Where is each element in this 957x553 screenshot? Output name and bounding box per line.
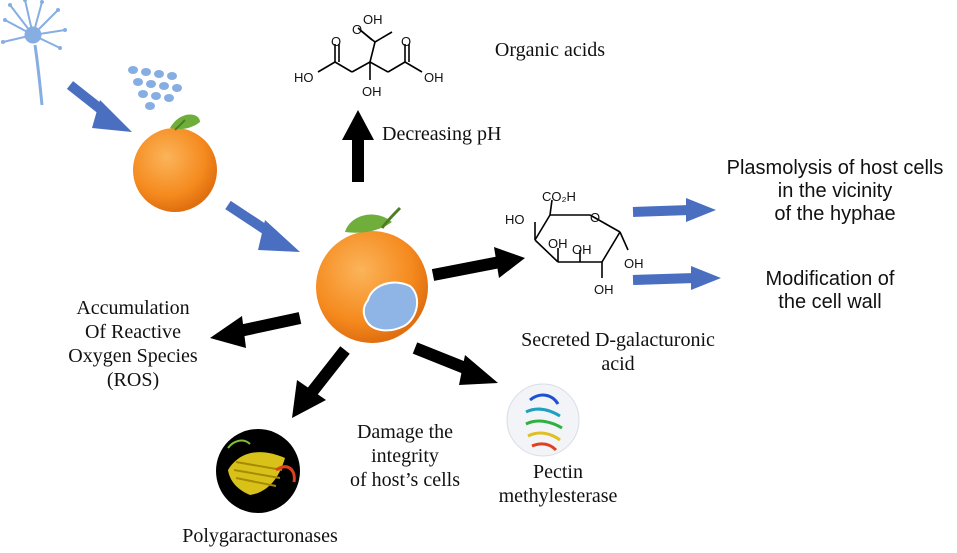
label-modification: Modification of the cell wall <box>765 268 895 313</box>
label-polygalacturonases: Polygaracturonases <box>182 525 338 547</box>
arrow-right-galacturonic <box>431 247 525 281</box>
arrow-left-ros <box>210 312 302 348</box>
polygalacturonase-protein-image <box>216 429 300 513</box>
label-decreasing-ph: Decreasing pH <box>382 123 502 145</box>
pectin-methylesterase-protein-image <box>506 383 580 457</box>
citric-oh-right: OH <box>424 70 444 85</box>
galact-o-ring: O <box>590 210 601 225</box>
citric-acid-structure <box>317 27 423 80</box>
fungal-lesion <box>362 281 419 332</box>
label-organic-acids: Organic acids <box>494 39 606 61</box>
arrow-to-plasmolysis <box>632 198 716 222</box>
arrow-to-modification <box>632 266 721 290</box>
label-pectin-methylesterase: Pectin methylesterase <box>498 461 618 507</box>
galact-ho-1: HO <box>505 212 525 227</box>
arrow-up-decreasing-ph <box>342 110 374 182</box>
arrow-down-pectin <box>412 342 498 385</box>
label-damage: Damage the integrity of host’s cells <box>350 421 460 491</box>
citric-oh-center: OH <box>362 84 382 99</box>
galact-co2h: CO₂H <box>542 189 576 204</box>
citric-o-left: O <box>331 34 342 49</box>
galact-oh-2: OH <box>548 236 568 251</box>
galact-oh-5: OH <box>624 256 644 271</box>
galacturonic-acid-structure <box>534 199 629 278</box>
galact-oh-4: OH <box>594 282 614 297</box>
label-secreted-acid: Secreted D-galacturonic acid <box>521 329 715 375</box>
infected-orange-icon <box>316 206 428 343</box>
label-ros: Accumulation Of Reactive Oxygen Species … <box>68 297 198 391</box>
arrow-down-polygalacturonases <box>292 346 350 418</box>
spores-icon <box>128 66 182 110</box>
galact-oh-3: OH <box>572 242 592 257</box>
arrow-orange-to-infected <box>225 200 300 252</box>
label-plasmolysis: Plasmolysis of host cells in the vicinit… <box>726 157 944 225</box>
arrow-fungus-to-orange <box>66 81 132 132</box>
citric-ho-left: HO <box>294 70 314 85</box>
citric-o-top: O <box>352 22 363 37</box>
healthy-orange-icon <box>133 114 217 212</box>
fungus-conidiophore-icon <box>1 0 67 106</box>
citric-o-right: O <box>401 34 412 49</box>
citric-oh-top: OH <box>363 12 383 27</box>
